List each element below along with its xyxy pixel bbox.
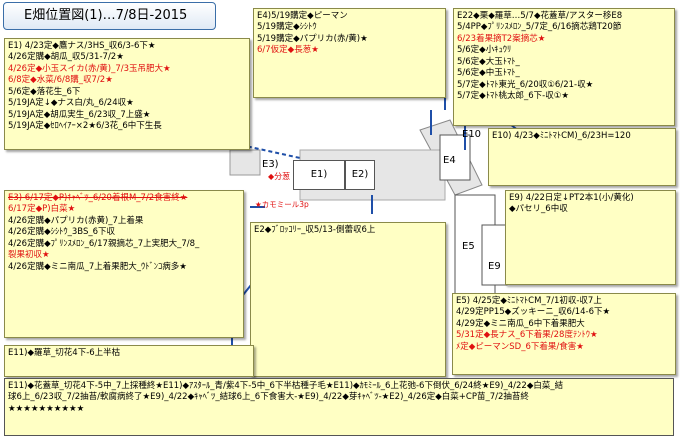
- note-line: 6/17定◆P)白菜★: [8, 204, 76, 215]
- bed-e2: E2): [345, 160, 375, 190]
- note-line: 5/19購定◆ｼｼﾄｳ: [257, 22, 317, 33]
- note-line: 5/7定◆ﾄﾏﾄ桃太郎_6下-収①★: [457, 91, 569, 102]
- note-line: 4/26定購◆胡瓜_収5/31-7/2★: [8, 52, 124, 63]
- bed-e10-label: E10: [462, 129, 482, 140]
- note-bottom: E11)◆花蓋草_切花4下-5中_7上採種終★E11)◆ｱｽﾀｰﾙ_青/紫4下-…: [4, 378, 674, 436]
- note-line: 4/29定PP15◆ズッキーニ_収6/14-6下★: [456, 307, 611, 318]
- note-line: 5/19JA定◆胡瓜実生_6/23収_7上盛★: [8, 109, 151, 120]
- bed-e9-label: E9: [488, 261, 501, 272]
- note-line: 5/7定◆ﾄﾏﾄ東光_6/20収①6/21-収★: [457, 79, 594, 90]
- note-line: 5/6定◆中玉ﾄﾏﾄ_: [457, 68, 520, 79]
- note-line: E4)5/19購定◆ピーマン: [257, 11, 348, 21]
- note-line: E11)◆花蓋草_切花4下-5中_7上採種終★E11)◆ｱｽﾀｰﾙ_青/紫4下-…: [8, 381, 564, 391]
- note-line: 5/6定◆小ｷｭｳﾘ: [457, 45, 512, 56]
- note-e4: E4)5/19購定◆ピーマン 5/19購定◆ｼｼﾄｳ 5/19購定◆パプリカ(赤…: [253, 8, 446, 98]
- note-line: 4/26定購◆ミニ南瓜_7上着果肥大_ｳﾄﾞﾝｺ病多★: [8, 261, 187, 272]
- note-line: 5/19JA定↓◆ナス白/丸_6/24収★: [8, 98, 134, 109]
- note-e5: E5) 4/25定◆ﾐﾆﾄﾏﾄCM_7/1初収-収7上 4/29定PP15◆ズッ…: [452, 293, 676, 375]
- note-line: E22◆栗◆羅草…5/7◆花蓋草/アスター移E8: [457, 11, 623, 21]
- note-line: E2◆ﾌﾞﾛｯｺﾘｰ_収5/13-側蕾収6上: [254, 225, 376, 235]
- note-e2: E2◆ﾌﾞﾛｯｺﾘｰ_収5/13-側蕾収6上: [250, 222, 446, 377]
- note-line: 6/8定◆水菜/6/8購_収7/2★: [8, 75, 113, 86]
- bed-e9-rect: [481, 224, 508, 286]
- note-line: 4/26定購◆ｼｼﾄｳ_3BS_6下収: [8, 227, 116, 238]
- arrow-e1-to-e3: [240, 144, 301, 159]
- note-line: 5/31定◆長ナス_6下着果/28度ﾃﾝﾄｳ★: [456, 330, 598, 341]
- note-e10: E10) 4/23◆ﾐﾆﾄﾏﾄCM)_6/23H=120: [488, 128, 676, 186]
- kamomile-label: ★カモミール3p: [255, 200, 309, 209]
- bed-e2-label: E2): [351, 169, 369, 180]
- note-line: 6/23着果摘T2案摘芯★: [457, 33, 546, 44]
- note-line: E10) 4/23◆ﾐﾆﾄﾏﾄCM)_6/23H=120: [492, 131, 631, 141]
- note-line: E5) 4/25定◆ﾐﾆﾄﾏﾄCM_7/1初収-収7上: [456, 296, 602, 306]
- note-e1: E1) 4/23定◆鷹ナス/3HS_収6/3-6下★ 4/26定購◆胡瓜_収5/…: [4, 38, 250, 150]
- note-line: ◆パセリ_6中収: [509, 204, 568, 215]
- bunshu-label: ◆分葱: [268, 172, 291, 181]
- note-line: E9) 4/22日定↓PT2本1(小/黄化): [509, 193, 634, 203]
- note-line: 5/6定◆大玉ﾄﾏﾄ_: [457, 56, 520, 67]
- bed-e4-label: E4: [443, 155, 456, 166]
- bed-e3-label: E3): [262, 159, 279, 170]
- bed-e5-label: E5: [462, 241, 475, 252]
- note-line: 4/29定◆ミニ南瓜_6中下着果肥大: [456, 318, 585, 329]
- note-line: 裂果初収★: [8, 250, 50, 261]
- note-e22: E22◆栗◆羅草…5/7◆花蓋草/アスター移E8 5/4PP◆ﾌﾟﾘﾝｽﾒﾛﾝ_…: [453, 8, 675, 126]
- bed-e1-label: E1): [310, 169, 328, 180]
- note-line: E1) 4/23定◆鷹ナス/3HS_収6/3-6下★: [8, 41, 156, 51]
- note-line: 5/4PP◆ﾌﾟﾘﾝｽﾒﾛﾝ_5/7定_6/16摘芯鶏T20節: [457, 22, 622, 33]
- bed-e1: E1): [293, 160, 345, 190]
- note-line: E3) 6/17定◆P)ｷｬﾍﾞﾂ_6/20着根M_7/2食害終★: [8, 193, 188, 203]
- note-e9: E9) 4/22日定↓PT2本1(小/黄化) ◆パセリ_6中収: [505, 190, 676, 285]
- note-line: 球6上_6/23収_7/2抽苔/軟腐病終了★E9)_4/22◆ｷｬﾍﾞﾂ_結球6…: [8, 392, 529, 403]
- note-line: 4/26定購◆パプリカ(赤黄)_7上着果: [8, 215, 144, 226]
- note-line: 5/19JA定◆ｾﾛﾍｲｱｰ×2★6/3花_6中下生長: [8, 121, 162, 132]
- note-line: 6/7仮定◆長葱★: [257, 45, 319, 56]
- note-e3: E3) 6/17定◆P)ｷｬﾍﾞﾂ_6/20着根M_7/2食害終★ 6/17定◆…: [4, 190, 244, 338]
- note-e11: E11)◆羅草_切花4下-6上半枯: [4, 345, 254, 377]
- note-line: E11)◆羅草_切花4下-6上半枯: [8, 348, 121, 358]
- note-line: ★★★★★★★★★★: [8, 403, 85, 414]
- note-line: 4/26定◆小玉スイカ(赤/黄)_7/3玉吊肥大★: [8, 63, 171, 74]
- note-line: 5/19購定◆パプリカ(赤/黄)★: [257, 33, 368, 44]
- page-title: E畑位置図(1)…7/8日-2015: [3, 2, 216, 30]
- note-line: 5/6定◆落花生_6下: [8, 86, 81, 97]
- note-line: 4/26定購◆ﾌﾟﾘﾝｽﾒﾛﾝ_6/17親摘芯_7上実肥大_7/8_: [8, 238, 200, 249]
- title-text: E畑位置図(1)…7/8日-2015: [24, 8, 188, 23]
- path-left: [229, 149, 261, 176]
- note-line: ﾒ定◆ピーマンSD_6下着果/食害★: [456, 341, 584, 352]
